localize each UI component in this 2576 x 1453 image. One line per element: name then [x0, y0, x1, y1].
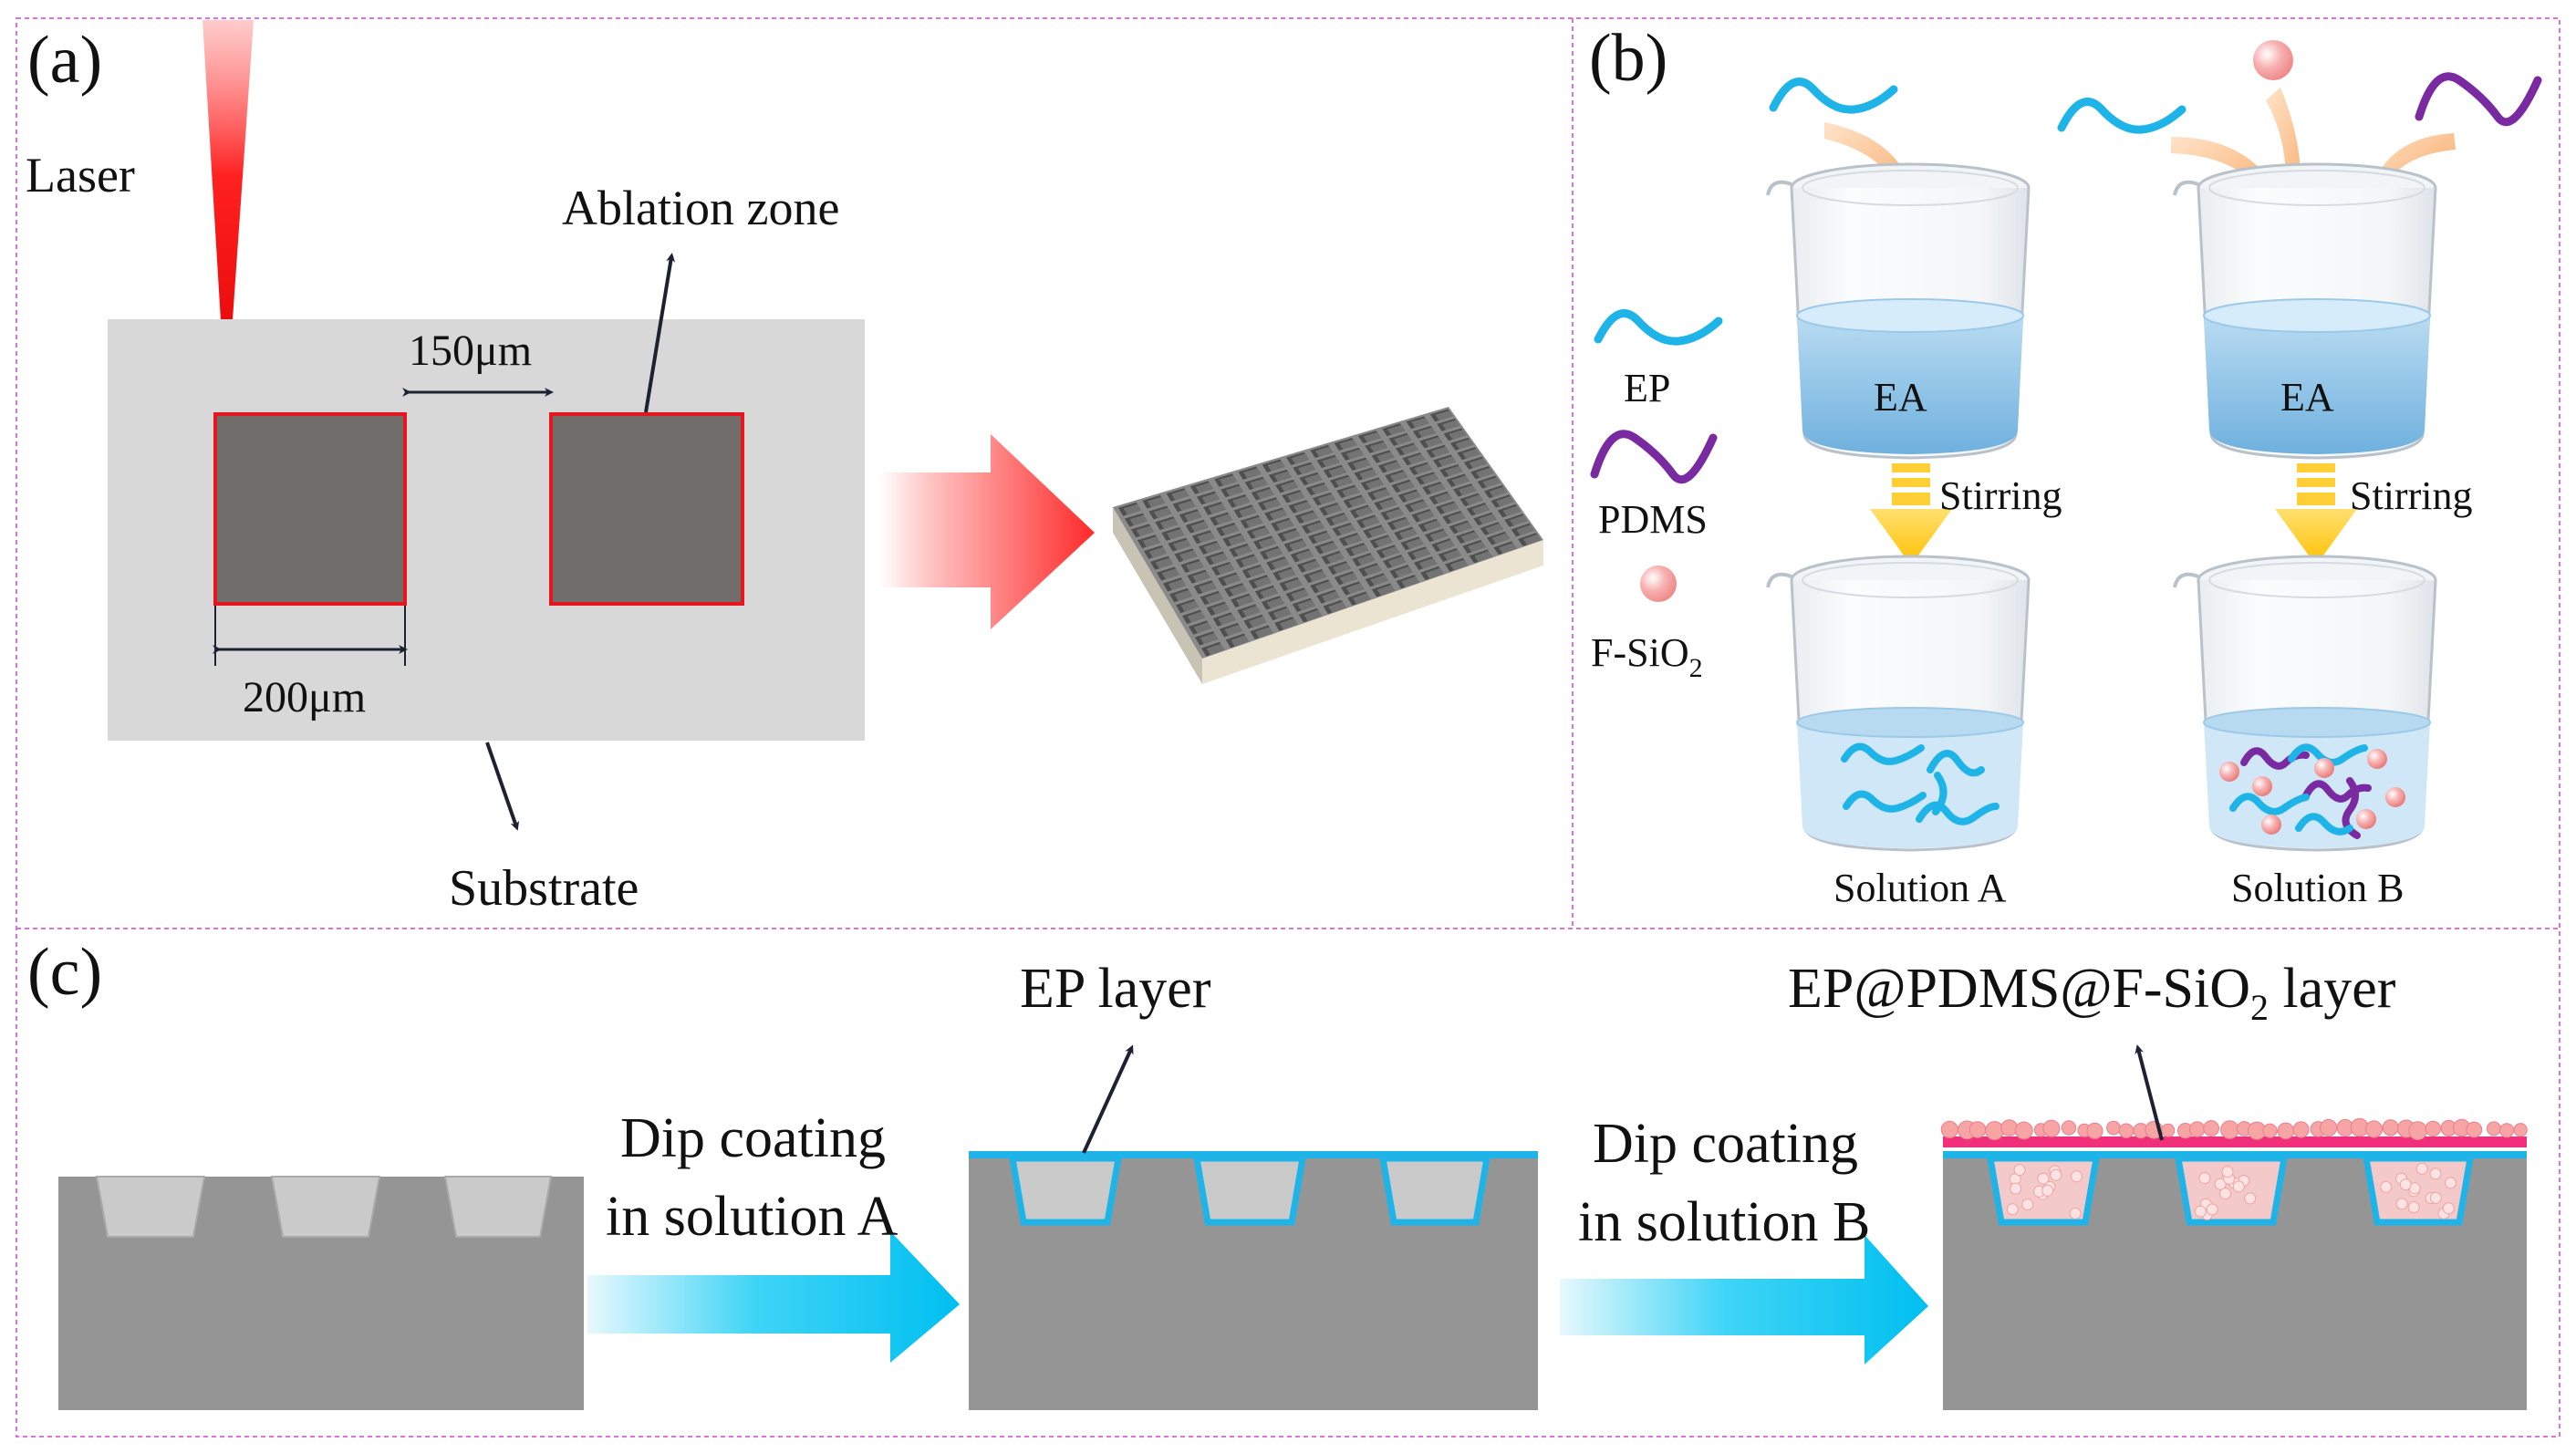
- substrate-final-coated: [1940, 1117, 2528, 1410]
- substrate-pointer: [485, 742, 520, 831]
- legend-particle: [1640, 566, 1677, 602]
- dip-arrow-a: [587, 1231, 960, 1363]
- solution-a-label: Solution A: [1833, 866, 2007, 910]
- legend-ep-wave: [1594, 309, 1723, 346]
- stir-arrow-a: [1870, 463, 1952, 566]
- legend-pdms-label: PDMS: [1598, 497, 1708, 542]
- solvent-b-label: EA: [2280, 375, 2334, 420]
- ablation-square-right: [549, 412, 744, 606]
- panel-a: (a) Laser 150μm 200μm Ablation zone Subs…: [26, 20, 1543, 917]
- stirring-a-label: Stirring: [1939, 473, 2062, 518]
- width-label: 200μm: [243, 673, 366, 721]
- dip-b-line1: Dip coating: [1593, 1113, 1858, 1175]
- dip-a-line1: Dip coating: [620, 1107, 886, 1169]
- legend-ep-label: EP: [1624, 366, 1670, 410]
- laser-label: Laser: [26, 148, 135, 202]
- ablation-square-left: [213, 412, 407, 606]
- laser-textured-grid: [1113, 407, 1543, 684]
- ep-wave-a-top: [1769, 78, 1898, 114]
- substrate-ep-coated: [969, 1151, 1538, 1410]
- ep-layer-label: EP layer: [1020, 958, 1211, 1020]
- panel-frames: [16, 17, 2560, 1437]
- legend-pdms-wave: [1590, 430, 1718, 484]
- panel-b: (b) EP PDMS F-SiO2 EA EA: [1589, 21, 2542, 910]
- beaker-b-solvent: [2173, 162, 2437, 460]
- legend-fsio2-label: F-SiO2: [1591, 630, 1703, 683]
- beaker-a-solvent: [1766, 162, 2031, 460]
- pdms-wave-b-top: [2415, 72, 2542, 127]
- panel-c: (c) Dip coating in solution A EP layer D…: [27, 935, 2528, 1410]
- ep-wave-b-top: [2057, 98, 2186, 134]
- panel-a-letter: (a): [27, 23, 102, 98]
- solvent-a-label: EA: [1874, 375, 1927, 420]
- final-layer-pointer: [2135, 1044, 2164, 1141]
- stir-arrow-b: [2275, 463, 2357, 566]
- dip-a-line2: in solution A: [606, 1186, 898, 1248]
- beaker-solution-b: [2173, 555, 2437, 852]
- beaker-solution-a: [1766, 555, 2031, 852]
- solution-b-label: Solution B: [2231, 866, 2405, 910]
- process-arrow-red: [879, 434, 1095, 629]
- stirring-b-label: Stirring: [2350, 473, 2472, 518]
- panel-c-letter: (c): [27, 935, 102, 1010]
- spacing-label: 150μm: [409, 327, 532, 375]
- substrate-label: Substrate: [449, 860, 639, 917]
- dip-arrow-b: [1560, 1235, 1928, 1365]
- final-layer-label: EP@PDMS@F-SiO2 layer: [1788, 958, 2396, 1028]
- ep-layer-pointer: [1082, 1044, 1134, 1154]
- particle-b-top: [2253, 40, 2293, 80]
- substrate-bare: [58, 1176, 584, 1410]
- dip-b-line2: in solution B: [1578, 1191, 1870, 1253]
- laser-beam: [203, 20, 254, 410]
- ablation-zone-label: Ablation zone: [562, 181, 839, 235]
- panel-b-letter: (b): [1589, 21, 1667, 96]
- ablation-pointer: [644, 253, 676, 413]
